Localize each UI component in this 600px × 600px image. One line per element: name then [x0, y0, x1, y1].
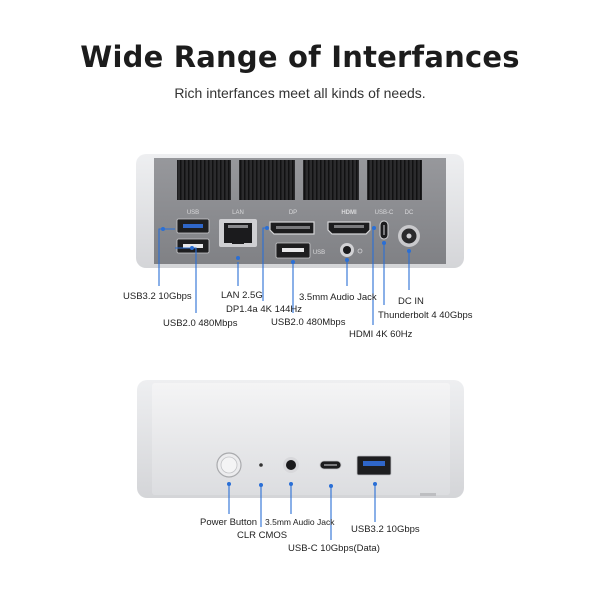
label-usb32-rear: USB3.2 10Gbps [123, 291, 192, 302]
label-dp: DP1.4a 4K 144Hz [226, 304, 303, 315]
marking-usb-2: USB [313, 250, 325, 256]
vent [177, 160, 231, 200]
front-callout-dots [227, 482, 377, 488]
label-clr-cmos: CLR CMOS [237, 530, 288, 541]
label-thunderbolt: Thunderbolt 4 40Gbps [378, 310, 473, 321]
label-usb20-mid: USB2.0 480Mbps [271, 317, 346, 328]
usb-a-port-stack [176, 218, 210, 254]
label-lan: LAN 2.5G [221, 290, 263, 301]
marking-hdmi: HDMI [341, 210, 357, 216]
marking-dc: DC [405, 210, 414, 216]
audio-jack-rear [340, 243, 363, 257]
label-usb32-front: USB3.2 10Gbps [351, 524, 420, 535]
usb-a-port-middle [275, 242, 311, 259]
label-audio-front: 3.5mm Audio Jack [265, 517, 335, 527]
label-dc-in: DC IN [398, 296, 424, 307]
front-callouts [228, 484, 376, 540]
vent [367, 160, 422, 200]
page-title: Wide Range of Interfances [80, 40, 520, 74]
rear-device: USB LAN DP HDMI USB-C DC USB [136, 154, 464, 268]
label-usbc-front: USB-C 10Gbps(Data) [288, 543, 380, 554]
vent [239, 160, 295, 200]
page-subtitle: Rich interfances meet all kinds of needs… [174, 85, 426, 101]
rear-callout-dots [161, 226, 411, 264]
marking-usb-c: USB-C [375, 210, 394, 216]
label-audio-rear: 3.5mm Audio Jack [299, 292, 377, 303]
label-power-button: Power Button [200, 517, 258, 528]
hdmi-port [327, 221, 371, 235]
front-device [137, 380, 464, 498]
marking-dp: DP [289, 210, 297, 216]
audio-jack-front [283, 457, 299, 473]
label-hdmi: HDMI 4K 60Hz [349, 329, 413, 340]
marking-usb: USB [187, 210, 199, 216]
usb-c-port-front [319, 460, 342, 470]
dc-in-port [398, 225, 420, 247]
label-usb20-left: USB2.0 480Mbps [163, 318, 238, 329]
vent [303, 160, 359, 200]
lan-port [219, 219, 257, 247]
clr-cmos-hole[interactable] [259, 463, 263, 467]
marking-lan: LAN [232, 210, 244, 216]
displayport-port [269, 221, 315, 235]
thunderbolt-port [379, 220, 389, 240]
usb-a-port-front [356, 455, 392, 476]
power-button[interactable] [216, 452, 242, 478]
